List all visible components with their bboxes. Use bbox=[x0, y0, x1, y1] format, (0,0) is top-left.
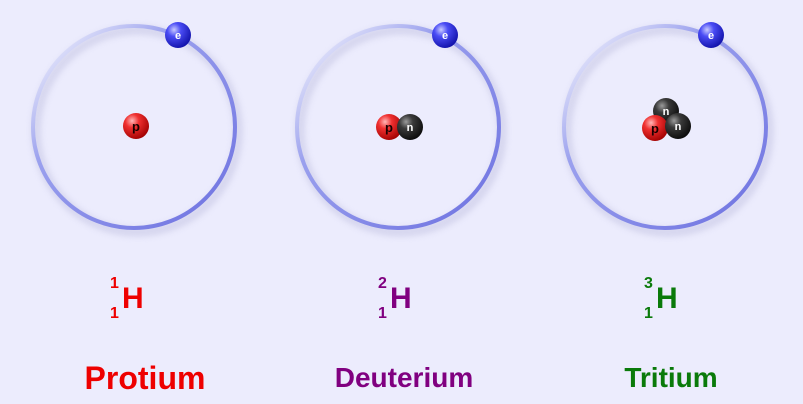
proton-label: p bbox=[385, 120, 393, 135]
atom-protium: e p bbox=[31, 22, 243, 237]
mass-number: 3 bbox=[644, 275, 653, 292]
atom-deuterium: e p n bbox=[295, 22, 507, 237]
element-symbol: H bbox=[390, 282, 412, 315]
isotope-symbol-protium: 1 H 1 bbox=[110, 276, 230, 336]
orbit-shadow bbox=[562, 25, 774, 237]
element-symbol: H bbox=[122, 282, 144, 315]
orbit-shadow bbox=[295, 25, 507, 237]
proton: p bbox=[642, 115, 668, 141]
neutron: n bbox=[397, 114, 423, 140]
mass-number: 1 bbox=[110, 275, 119, 292]
neutron-label: n bbox=[407, 122, 414, 134]
electron-label: e bbox=[708, 30, 714, 42]
electron: e bbox=[698, 22, 724, 48]
isotope-name-tritium: Tritium bbox=[624, 362, 718, 393]
atomic-number: 1 bbox=[378, 305, 387, 322]
isotope-symbol-tritium: 3 H 1 bbox=[644, 276, 764, 336]
electron-label: e bbox=[442, 30, 448, 42]
neutron: n bbox=[665, 113, 691, 139]
electron-label: e bbox=[175, 30, 181, 42]
orbit-shadow bbox=[31, 25, 243, 237]
isotope-symbol-deuterium: 2 H 1 bbox=[378, 276, 498, 336]
proton: p bbox=[123, 113, 149, 139]
electron: e bbox=[432, 22, 458, 48]
neutron-label: n bbox=[663, 106, 670, 118]
isotope-name-protium: Protium bbox=[84, 360, 206, 396]
atom-tritium: e n p n bbox=[562, 22, 774, 237]
proton: p bbox=[376, 114, 402, 140]
atomic-number: 1 bbox=[644, 305, 653, 322]
mass-number: 2 bbox=[378, 275, 387, 292]
atomic-number: 1 bbox=[110, 305, 119, 322]
isotope-name-deuterium: Deuterium bbox=[334, 362, 474, 393]
orbit bbox=[562, 24, 768, 230]
proton-label: p bbox=[651, 121, 659, 136]
element-symbol: H bbox=[656, 282, 678, 315]
orbit bbox=[31, 24, 237, 230]
proton-label: p bbox=[132, 119, 140, 134]
electron: e bbox=[165, 22, 191, 48]
orbit bbox=[295, 24, 501, 230]
neutron-label: n bbox=[675, 121, 682, 133]
